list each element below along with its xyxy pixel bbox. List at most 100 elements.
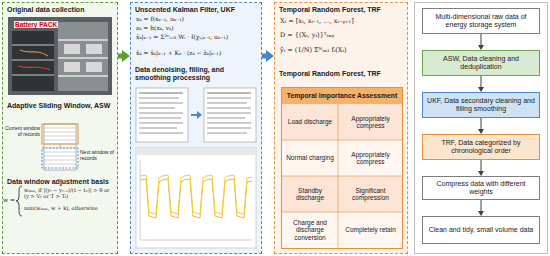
shelf: [12, 75, 54, 76]
step-arrow: [197, 111, 202, 119]
formula-brace: [16, 186, 22, 216]
table-cell: Charge and discharge conversion: [283, 212, 337, 248]
process-box: Multi-dimensional raw data of energy sto…: [422, 8, 540, 34]
table-row: [282, 176, 402, 212]
shelf: [58, 39, 108, 41]
formula-text: w =: [3, 197, 15, 204]
current-window: [42, 124, 78, 144]
box-text: Clean and tidy, small volume data: [427, 226, 535, 234]
flow-frame: [415, 3, 548, 254]
box-text: TRF, Data categorized by chronological o…: [427, 139, 535, 155]
table-cell: Load discharge: [283, 104, 337, 140]
screen-line: [139, 117, 181, 119]
screen-line: [207, 97, 251, 99]
screen-line: [207, 92, 251, 94]
rack: [12, 31, 54, 91]
table-cell: Significant compression: [340, 176, 401, 212]
box-text: ASW, Data cleaning and deduplication: [427, 55, 535, 71]
process-box: ASW, Data cleaning and deduplication: [422, 50, 540, 76]
record-row: [44, 156, 76, 157]
flow-arrow: [118, 54, 122, 59]
table-cell: Appropriately compress: [340, 140, 401, 176]
next-window: [42, 148, 78, 168]
box-text: UKF, Data secondary cleaning and filling…: [427, 97, 535, 113]
panel-heading: Original data collection: [7, 6, 113, 14]
screen-line: [139, 132, 183, 134]
screen-line: [139, 122, 183, 124]
window-label: Next window of records: [80, 150, 114, 162]
record-row: [44, 160, 76, 161]
box-text: Compress data with different weights: [427, 180, 535, 196]
table-cell: Standby discharge: [283, 176, 337, 212]
battery-module: [64, 62, 80, 72]
table-grid: [282, 104, 402, 248]
screen-line: [207, 102, 247, 104]
screenshot: [136, 88, 256, 142]
photo-ground: [8, 17, 112, 95]
formula-text: Xₜ = [xₜ, xₜ₋₁, …, xₜ₋ₚ₊₁]: [280, 18, 404, 25]
record-row: [44, 140, 76, 141]
screen-line: [207, 112, 251, 114]
screen-line: [139, 92, 183, 94]
flow-arrow: [481, 160, 482, 171]
screen-line: [139, 112, 183, 114]
window-label: Current window of records: [5, 126, 40, 138]
shelf: [12, 45, 54, 46]
battery-module: [86, 44, 102, 54]
process-box: TRF, Data categorized by chronological o…: [422, 134, 540, 160]
line-chart: [136, 148, 256, 248]
formula-text: min(wₘₐₓ, w + k), otherwise: [24, 206, 116, 212]
table-row: [282, 140, 402, 176]
panel-ground: [274, 2, 408, 254]
formula-text: x̂ₖ = x̂ₖ|ₖ₋₁ + Kₖ · (zₖ − ẑₖ|ₖ₋₁): [136, 50, 260, 57]
stage-panel: Temporal Random Forest, TRF Temporal Rand…: [274, 2, 408, 254]
table-row: [282, 104, 402, 140]
flow-arrow: [481, 118, 482, 129]
battery-photo: [8, 17, 112, 95]
shelf: [58, 57, 108, 59]
photo-label: Battery PACK: [14, 21, 58, 28]
screen-line: [207, 107, 251, 109]
process-box: Clean and tidy, small volume data: [422, 216, 540, 244]
table-cell: Normal charging: [283, 140, 337, 176]
sliding-window-figure: [42, 124, 78, 170]
formula-text: ŷₜ = (1/N) Σᴺᵢ₌₁ fᵢ(Xₜ): [280, 47, 404, 54]
record-row: [44, 164, 76, 165]
panel-heading: Adaptive Sliding Window, ASW: [7, 102, 113, 110]
record-row: [44, 128, 76, 129]
panel-heading: Temporal Random Forest, TRF: [279, 6, 403, 14]
record-stack: [44, 124, 76, 170]
rack: [58, 22, 108, 91]
shelf: [58, 75, 108, 77]
screen-line: [207, 117, 245, 119]
formula-text: xₖ = f(xₖ₋₁, uₖ₋₁): [136, 16, 260, 23]
table-header: Temporal Importance Assessment: [282, 88, 402, 104]
table-cell: Completely retain: [340, 212, 401, 248]
battery-module: [86, 62, 102, 72]
chart-frame: [136, 148, 256, 248]
battery-module: [64, 44, 80, 54]
record-row: [44, 132, 76, 133]
panel-heading: Unscented Kalman Filter, UKF: [135, 6, 257, 14]
record-row: [44, 136, 76, 137]
screen-line: [139, 107, 175, 109]
wire: [20, 50, 48, 56]
chart-line: [140, 175, 252, 214]
table-row: [282, 212, 402, 248]
screen-line: [139, 97, 179, 99]
flow-arrow: [481, 34, 482, 45]
process-box: UKF, Data secondary cleaning and filling…: [422, 92, 540, 118]
panel-heading: Temporal Random Forest, TRF: [279, 70, 403, 78]
screenshot-frame: [204, 88, 256, 142]
flow-arrow: [481, 76, 482, 87]
flow-arrow: [481, 200, 482, 211]
slide-mark: [60, 145, 61, 147]
formula-text: zₖ = h(xₖ, vₖ): [136, 25, 260, 32]
record-row: [44, 152, 76, 153]
screen-line: [207, 132, 247, 134]
shelf: [12, 60, 54, 61]
step-arrow: [191, 114, 197, 116]
table-cell: Appropriately compress: [340, 104, 401, 140]
table-rule: [282, 212, 402, 213]
box-text: Multi-dimensional raw data of energy sto…: [427, 13, 535, 29]
